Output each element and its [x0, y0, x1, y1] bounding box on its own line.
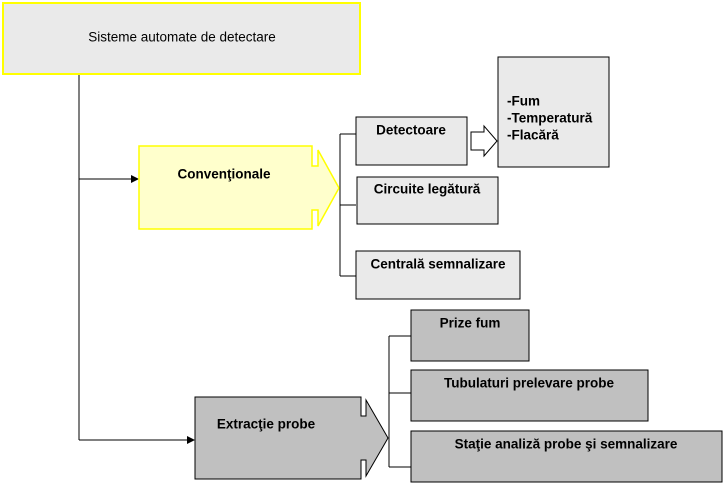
- detector-types-box: [497, 56, 610, 168]
- detectors-node: Detectoare: [355, 116, 468, 166]
- smoke-ports-box: [410, 309, 530, 362]
- analysis-station-box: [410, 430, 723, 483]
- conventional-label: Convenţionale: [177, 167, 271, 182]
- connector-lines: [78, 74, 411, 468]
- detectors-to-types-arrow: [470, 124, 498, 158]
- detectors-label: Detectoare: [376, 123, 446, 138]
- detector-types-node: -Fum -Temperatură -Flacără: [497, 56, 610, 168]
- title-text: Sisteme automate de detectare: [88, 30, 276, 45]
- analysis-station-node: Staţie analiză probe şi semnalizare: [410, 430, 723, 483]
- circuits-node: Circuite legătură: [356, 176, 499, 225]
- extraction-arrow-shape: [194, 396, 389, 480]
- circuits-box: [356, 176, 499, 225]
- central-node: Centrală semnalizare: [355, 250, 521, 300]
- sampling-tubes-label: Tubulaturi prelevare probe: [444, 376, 615, 391]
- title-node: Sisteme automate de detectare: [2, 2, 361, 75]
- central-box: [355, 250, 521, 300]
- analysis-station-label: Staţie analiză probe şi semnalizare: [455, 437, 678, 452]
- title-box: [2, 2, 361, 75]
- detector-type-flame: -Flacără: [507, 128, 559, 143]
- sampling-tubes-node: Tubulaturi prelevare probe: [410, 369, 649, 422]
- conventional-arrow-shape: [138, 145, 340, 230]
- detector-type-smoke: -Fum: [507, 94, 540, 109]
- smoke-ports-node: Prize fum: [410, 309, 530, 362]
- conventional-node: Convenţionale: [138, 145, 340, 230]
- extraction-label: Extracţie probe: [217, 417, 316, 432]
- central-label: Centrală semnalizare: [370, 257, 506, 272]
- extraction-node: Extracţie probe: [194, 396, 389, 480]
- smoke-ports-label: Prize fum: [440, 316, 501, 331]
- circuits-label: Circuite legătură: [374, 182, 481, 197]
- detectors-box: [355, 116, 468, 166]
- detector-type-temperature: -Temperatură: [507, 111, 593, 126]
- block-arrow-right-icon: [470, 124, 498, 158]
- sampling-tubes-box: [410, 369, 649, 422]
